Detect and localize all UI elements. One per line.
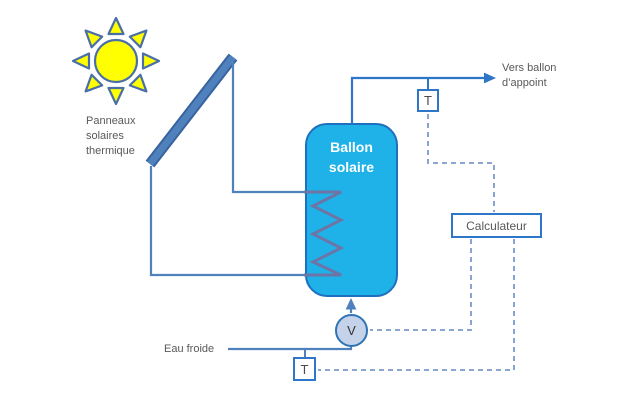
temp-sensor-top: T <box>417 89 439 112</box>
signal-top-sensor-to-controller <box>427 114 495 212</box>
solar-panel <box>145 53 238 168</box>
solar-panels-label-line2: solaires <box>86 130 124 142</box>
solar-panels-label: Panneaux solaires thermique <box>86 114 136 159</box>
solar-tank-label-line2: solaire <box>328 159 375 175</box>
temp-sensor-bottom-label: T <box>300 361 309 377</box>
valve-label: V <box>347 323 356 338</box>
temp-sensor-top-label: T <box>424 93 432 108</box>
to-backup-tank-label: Vers ballon d’appoint <box>502 61 556 91</box>
controller-label: Calculateur <box>466 218 527 233</box>
controller-box: Calculateur <box>451 213 542 238</box>
solar-tank: Ballon solaire <box>305 123 398 297</box>
arrowhead-to-backup <box>484 72 496 84</box>
pipe-cold-water <box>228 345 353 351</box>
valve: V <box>335 314 368 347</box>
temp-sensor-bottom: T <box>293 357 316 381</box>
to-backup-tank-label-line2: d’appoint <box>502 77 547 89</box>
solar-panels-label-line1: Panneaux <box>86 115 136 127</box>
to-backup-tank-label-line1: Vers ballon <box>502 62 557 74</box>
pipe-panel-to-tank-bottom <box>149 166 305 277</box>
solar-tank-label-line1: Ballon <box>330 139 373 155</box>
sun-icon <box>71 16 161 106</box>
arrowhead-into-tank <box>345 298 357 310</box>
cold-water-label: Eau froide <box>164 343 215 355</box>
solar-panels-label-line3: thermique <box>86 145 135 157</box>
pipe-panel-to-tank-top <box>231 62 305 194</box>
